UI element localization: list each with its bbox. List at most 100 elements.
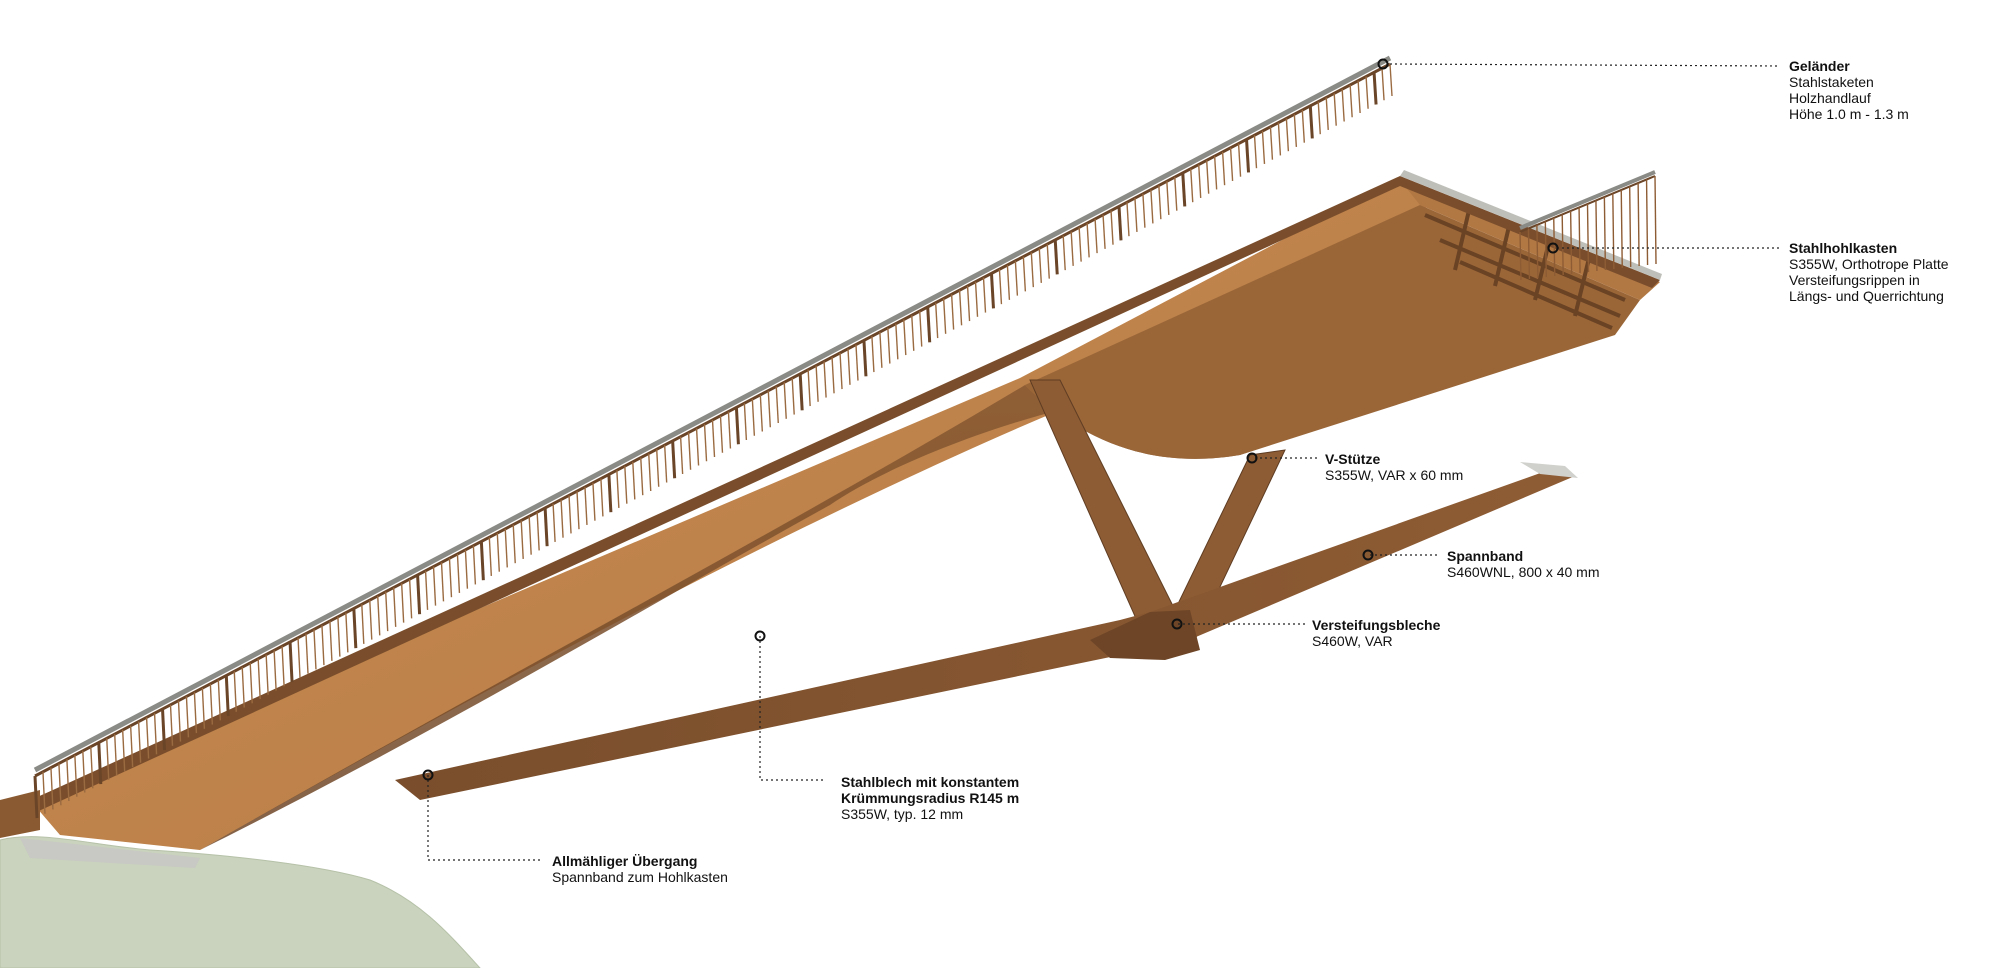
railing-baluster (1645, 179, 1649, 266)
railing-baluster (879, 332, 883, 368)
railing-baluster (679, 436, 684, 475)
railing-baluster (1527, 228, 1531, 280)
railing-baluster (137, 721, 142, 763)
railing-baluster (592, 482, 596, 521)
railing-baluster (1637, 182, 1640, 267)
railing-baluster (1285, 118, 1290, 152)
railing-baluster (734, 407, 740, 445)
railing-baluster (767, 390, 771, 428)
callout-line: Höhe 1.0 m - 1.3 m (1789, 106, 1909, 122)
railing-baluster (1277, 122, 1282, 156)
railing-baluster (1544, 221, 1548, 278)
railing-baluster (273, 650, 277, 691)
railing-baluster (1365, 76, 1369, 109)
railing-baluster (1349, 84, 1353, 118)
railing-baluster (121, 729, 126, 772)
railing-baluster (1078, 227, 1082, 262)
railing-baluster (966, 285, 971, 322)
callout-spannband: Spannband S460WNL, 800 x 40 mm (1447, 548, 1600, 580)
railing-baluster (66, 759, 70, 802)
railing-baluster (982, 277, 987, 313)
railing-baluster (1102, 214, 1106, 249)
railing-baluster (1620, 189, 1623, 269)
railing-baluster (847, 348, 851, 385)
railing-baluster (703, 424, 708, 462)
stiffener-ribs (1424, 205, 1626, 330)
railing-baluster (1229, 147, 1234, 181)
railing-baluster (1205, 160, 1210, 194)
railing-baluster (839, 352, 843, 390)
railing-baluster (1022, 256, 1027, 292)
railing-baluster (1213, 156, 1218, 190)
callout-line: S460WNL, 800 x 40 mm (1447, 564, 1600, 580)
railing-baluster (1261, 130, 1266, 164)
railing-baluster (1569, 210, 1573, 275)
railing-baluster (552, 503, 556, 542)
railing-baluster (217, 679, 222, 721)
callout-title: Stahlhohlkasten (1789, 240, 1898, 256)
railing-baluster (337, 616, 341, 657)
railing-baluster (989, 273, 995, 309)
railing-baluster (791, 378, 795, 415)
leader-uebergang (427, 775, 540, 861)
railing-baluster (1181, 172, 1187, 207)
railing-baluster (1519, 231, 1522, 281)
railing-baluster (377, 595, 381, 636)
railing-baluster (281, 646, 285, 687)
railing-baluster (656, 449, 660, 487)
railing-baluster (711, 419, 716, 458)
railing-baluster (385, 591, 389, 632)
railing-baluster (1269, 126, 1274, 160)
callout-line: S355W, VAR x 60 mm (1325, 467, 1464, 483)
railing-baluster (209, 683, 214, 725)
railing-baluster (1190, 168, 1194, 203)
railing-baluster (106, 738, 110, 780)
railing-baluster (1381, 68, 1385, 101)
railing-baluster (74, 755, 78, 797)
railing-baluster (616, 470, 620, 509)
railing-baluster (145, 717, 150, 759)
railing-baluster (288, 641, 294, 683)
railing-baluster (1317, 101, 1321, 135)
callout-stahlhohlkasten: Stahlhohlkasten S355W, Orthotrope Platte… (1789, 240, 1949, 304)
railing-baluster (1372, 72, 1378, 105)
railing-baluster (313, 629, 317, 670)
railing-baluster (50, 767, 54, 810)
callout-title: Geländer (1789, 58, 1850, 74)
railing-baluster (926, 306, 932, 343)
railing-baluster (1612, 193, 1615, 270)
railing-baluster (974, 281, 979, 317)
railing-baluster (1245, 139, 1251, 173)
railing-baluster (33, 775, 39, 819)
box-girder-underside (1025, 205, 1640, 459)
railing-baluster (177, 700, 182, 742)
railing-baluster (1150, 189, 1154, 224)
railing-baluster (911, 315, 915, 351)
callout-line: S355W, Orthotrope Platte (1789, 256, 1949, 272)
callout-title-2: Krümmungsradius R145 m (841, 790, 1020, 806)
railing-baluster (798, 373, 804, 411)
railing-baluster (265, 654, 269, 695)
railing-posts-near (33, 63, 1393, 819)
railing-baluster (743, 403, 748, 441)
railing-baluster (568, 495, 572, 534)
tension-band-end (1520, 462, 1578, 478)
railing-baluster (1053, 239, 1059, 275)
railing-baluster (727, 411, 732, 449)
railing-baluster (297, 637, 301, 678)
railing-baluster (919, 311, 923, 347)
railing-baluster (464, 549, 469, 589)
railing-baluster (408, 579, 413, 619)
railing-baluster (114, 734, 118, 776)
deck-side-face (30, 178, 1440, 850)
railing-baluster (1110, 210, 1114, 245)
railing-baluster (193, 692, 198, 734)
railing-baluster (233, 671, 237, 712)
railing-baluster (1357, 80, 1361, 114)
railing-baluster (153, 713, 158, 755)
railing-baluster (472, 545, 477, 585)
railing-baluster (807, 369, 811, 407)
railing-baluster (361, 604, 365, 644)
railing-baluster (1126, 202, 1130, 237)
